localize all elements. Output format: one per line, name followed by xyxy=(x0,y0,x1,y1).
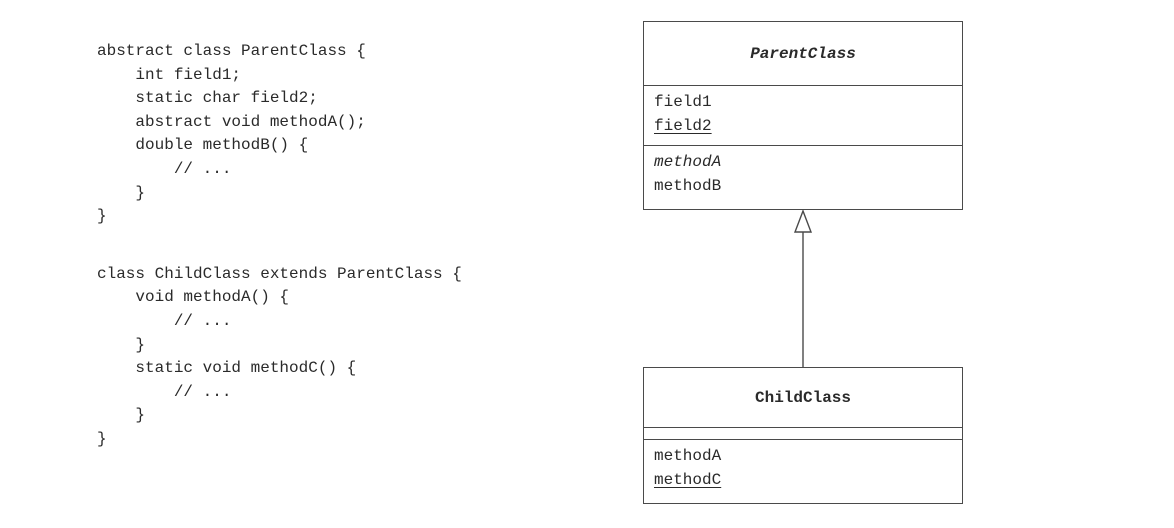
uml-class-name: ParentClass xyxy=(644,22,962,86)
uml-attributes-compartment xyxy=(644,428,962,440)
uml-class-child: ChildClass methodA methodC xyxy=(643,367,963,504)
code-line: int field1; xyxy=(97,65,242,84)
uml-method: methodB xyxy=(654,177,722,195)
hollow-triangle-arrowhead xyxy=(793,209,813,233)
code-line: } xyxy=(97,207,107,226)
uml-method-abstract: methodA xyxy=(654,153,722,171)
code-line: // ... xyxy=(97,311,232,330)
uml-method: methodA xyxy=(654,447,722,465)
uml-methods-compartment: methodA methodB xyxy=(644,146,962,198)
code-line: void methodA() { xyxy=(97,288,290,307)
java-code-listing: abstract class ParentClass { int field1;… xyxy=(97,40,462,452)
uml-class-parent: ParentClass field1 field2 methodA method… xyxy=(643,21,963,210)
code-line: static void methodC() { xyxy=(97,359,357,378)
code-line: // ... xyxy=(97,382,232,401)
uml-method-static: methodC xyxy=(654,471,722,489)
code-line: } xyxy=(97,429,107,448)
uml-class-name: ChildClass xyxy=(644,368,962,428)
uml-attribute-static: field2 xyxy=(654,117,712,135)
uml-methods-compartment: methodA methodC xyxy=(644,440,962,492)
uml-attributes-compartment: field1 field2 xyxy=(644,86,962,146)
code-line: abstract void methodA(); xyxy=(97,112,366,131)
code-line: // ... xyxy=(97,159,232,178)
code-line: abstract class ParentClass { xyxy=(97,42,366,60)
code-line: } xyxy=(97,406,146,425)
code-spacer xyxy=(97,229,462,263)
code-line: class ChildClass extends ParentClass { xyxy=(97,264,462,283)
uml-attribute: field1 xyxy=(654,93,712,111)
code-line: double methodB() { xyxy=(97,136,309,155)
code-line: static char field2; xyxy=(97,89,318,108)
code-line: } xyxy=(97,335,146,354)
code-line: } xyxy=(97,183,146,202)
